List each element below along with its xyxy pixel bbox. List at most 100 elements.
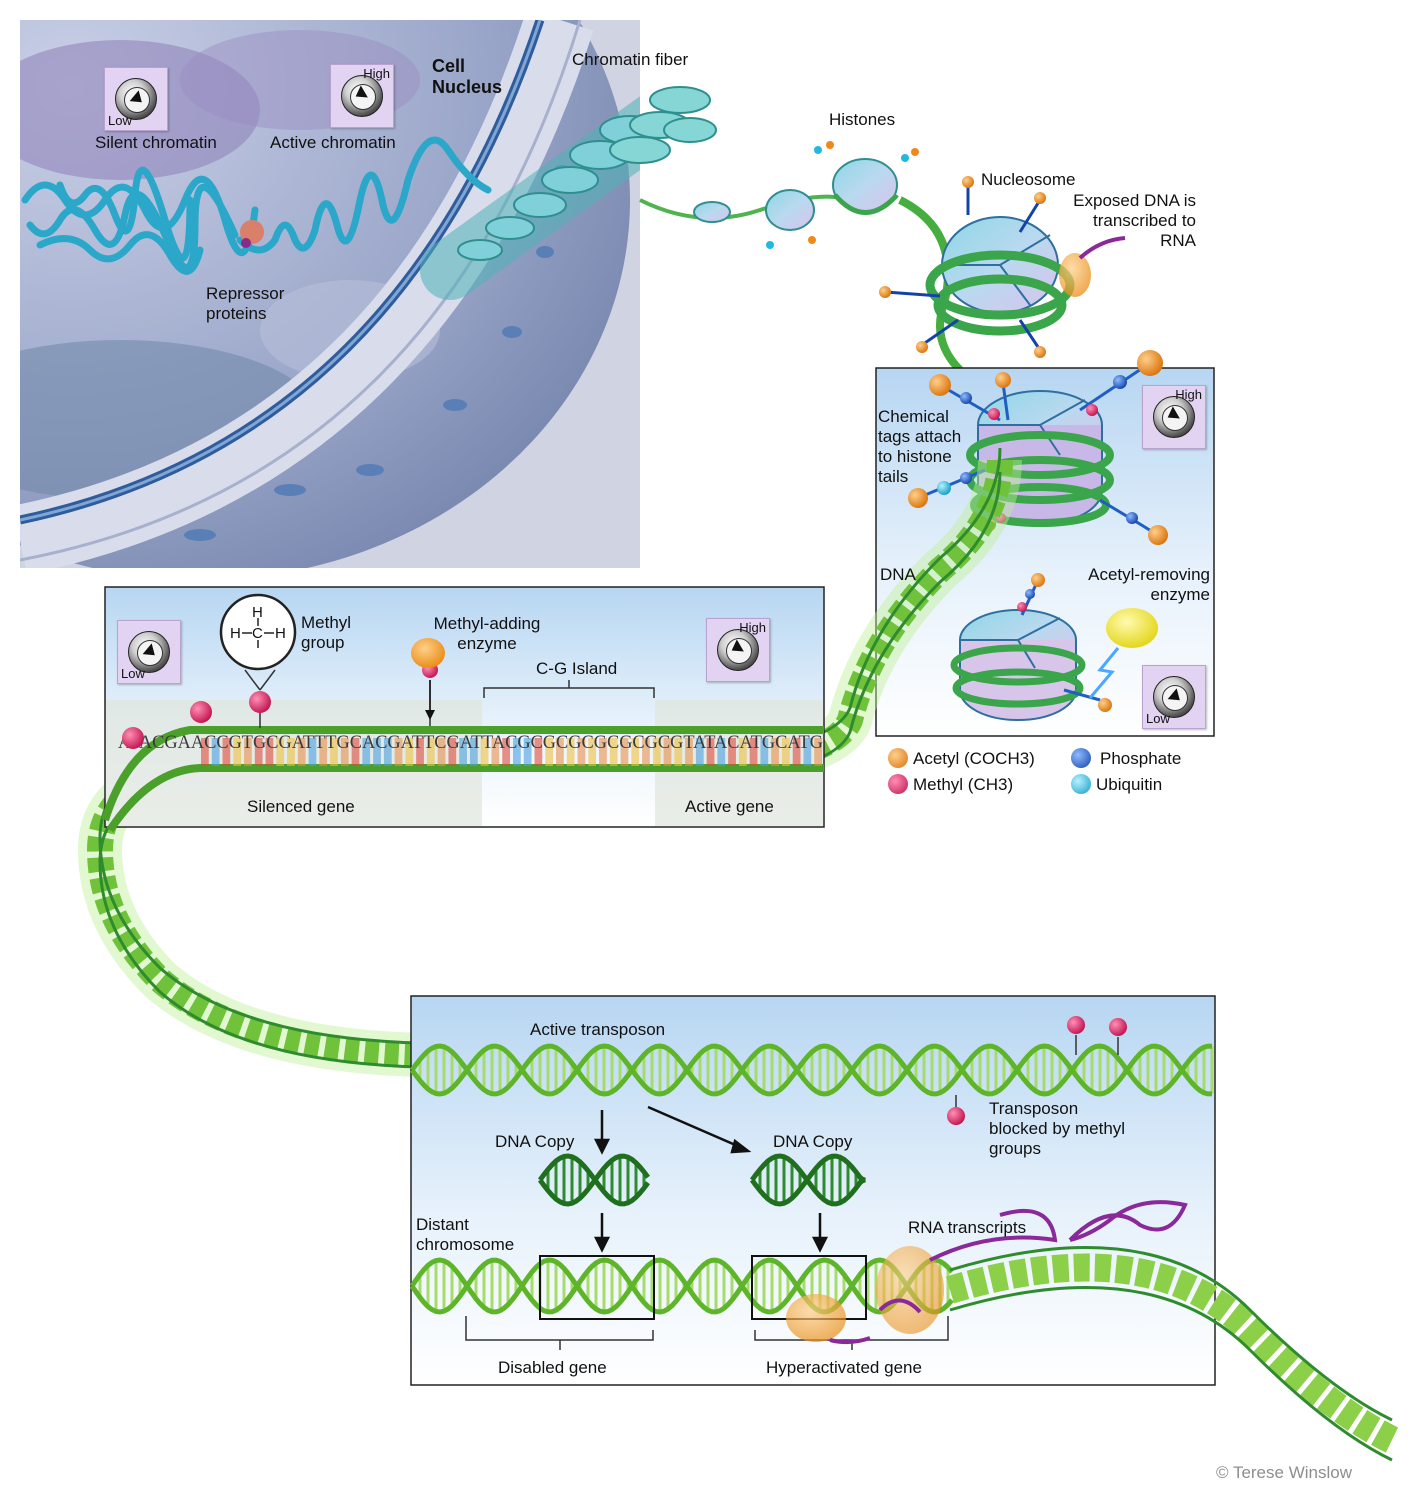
dial-high-label: High	[739, 620, 766, 635]
formula-h-left: H	[230, 625, 241, 642]
dna-copy-label-left: DNA Copy	[495, 1132, 575, 1151]
base-pair-rung	[480, 738, 489, 766]
helix-backbone	[749, 1153, 867, 1207]
nucleosome-large	[879, 176, 1126, 461]
dial-knob	[128, 631, 170, 673]
silent-chromatin-tangle	[21, 166, 259, 275]
dna-copy-right	[749, 1153, 867, 1207]
legend-methyl-label: Methyl (CH3)	[913, 775, 1014, 794]
base-pair-rung	[459, 738, 467, 766]
base-pair-rung	[297, 738, 306, 766]
copyright-notice: © Terese Winslow	[1216, 1463, 1352, 1482]
methyl-group-label: Methyl group	[301, 613, 352, 652]
legend-acetyl-label: Acetyl (COCH3)	[913, 749, 1035, 768]
cell-nucleus-label: Cell Nucleus	[432, 56, 503, 97]
base-pair-rung	[513, 738, 521, 766]
dial-knob	[1153, 676, 1195, 718]
exposed-dna-label: Exposed DNA is transcribed to RNA	[1073, 191, 1196, 250]
legend-ubiquitin-label: Ubiquitin	[1096, 775, 1163, 794]
base-pair-rung	[803, 738, 812, 766]
chromatin-fiber-label: Chromatin fiber	[572, 50, 689, 69]
base-pair-rung	[609, 738, 618, 766]
legend-phosphate-label: Phosphate	[1100, 749, 1182, 768]
dial-active-gene: High	[706, 618, 770, 682]
base-pair-rung	[738, 738, 747, 766]
silenced-gene-label: Silenced gene	[247, 797, 355, 816]
base-pair-rung	[491, 738, 500, 766]
base-pair-rung	[663, 738, 672, 766]
base-pair-rung	[201, 738, 209, 766]
base-pair-rung	[233, 738, 242, 766]
base-pair-rung	[771, 738, 779, 766]
legend-methyl-swatch	[888, 774, 908, 794]
base-pair-rung	[287, 738, 295, 766]
dna-label: DNA	[880, 565, 916, 584]
transposon-panel	[409, 995, 1216, 1386]
helix-backbone	[409, 1043, 1213, 1097]
dial-high-label: High	[1175, 387, 1202, 402]
base-pair-rung	[695, 738, 704, 766]
methyl-adding-enzyme	[411, 638, 445, 668]
methyl-pins	[122, 662, 438, 749]
methyl-adding-enzyme-label: Methyl-adding enzyme	[433, 614, 541, 653]
base-pair-rung	[394, 738, 403, 766]
chromatin-fiber-outer	[609, 86, 717, 164]
base-pair-rung	[319, 738, 328, 766]
base-pair-rung	[330, 738, 338, 766]
base-pair-rung	[469, 738, 478, 766]
dial-histone-deacetylated: Low	[1142, 665, 1206, 729]
silent-chromatin-label: Silent chromatin	[95, 133, 217, 152]
base-pair-rung	[426, 738, 435, 766]
base-pair-rung	[222, 738, 231, 766]
base-pair-rung	[620, 738, 629, 766]
base-pair-rung	[254, 738, 263, 766]
dial-low-label: Low	[121, 666, 145, 681]
dial-knob	[341, 75, 383, 117]
transposon-top-helix	[409, 1043, 1214, 1097]
base-pair-rung	[814, 738, 822, 766]
base-pair-rung	[706, 738, 715, 766]
base-pair-rung	[340, 738, 349, 766]
base-pair-rung	[351, 738, 360, 766]
base-pair-rung	[523, 738, 532, 766]
dial-silent-chromatin: Low	[104, 67, 168, 131]
base-pair-rung	[448, 738, 457, 766]
base-pair-rung	[244, 738, 252, 766]
base-pair-rung	[685, 738, 693, 766]
base-pair-rung	[405, 738, 414, 766]
nucleosome-label: Nucleosome	[981, 170, 1076, 189]
base-pair-rung	[211, 738, 220, 766]
base-pair-rung	[502, 738, 510, 766]
legend-acetyl-swatch	[888, 748, 908, 768]
disabled-gene-label: Disabled gene	[498, 1358, 607, 1377]
base-pair-rung	[276, 738, 285, 766]
dna-tail-helix	[945, 1253, 1399, 1453]
distant-chromosome-label: Distant chromosome	[416, 1215, 515, 1254]
legend-phosphate-swatch	[1071, 748, 1091, 768]
base-pair-rung	[792, 738, 801, 766]
base-pair-rung	[652, 738, 661, 766]
base-pair-rung	[781, 738, 790, 766]
helix-backbone	[409, 1043, 1213, 1097]
base-pair-rung	[416, 738, 424, 766]
cg-island-label: C-G Island	[536, 659, 618, 678]
base-pair-rung	[588, 738, 597, 766]
legend-ubiquitin-swatch	[1071, 774, 1091, 794]
dial-low-label: Low	[108, 113, 132, 128]
transposon-blocked-label: Transposon blocked by methyl groups	[989, 1099, 1126, 1158]
base-pair-rung	[308, 738, 317, 766]
formula-c: C	[252, 625, 263, 642]
active-chromatin-strand	[236, 136, 492, 254]
helix-backbone	[409, 1257, 954, 1315]
base-pair-rung	[373, 738, 381, 766]
active-gene-label: Active gene	[685, 797, 774, 816]
dna-sequence-text: ATACGAACCGTGCGATTTGCACGATTCGATTACGCGCGCG…	[118, 732, 823, 753]
base-pair-rung	[599, 738, 607, 766]
base-pair-rung	[760, 738, 769, 766]
formula-h-right: H	[275, 625, 286, 642]
acetyl-removing-enzyme-label: Acetyl-removing enzyme	[1088, 565, 1210, 604]
base-pair-rung	[556, 738, 564, 766]
chemical-tags-label: Chemical tags attach to histone tails	[878, 407, 962, 486]
base-pair-rung	[642, 738, 650, 766]
